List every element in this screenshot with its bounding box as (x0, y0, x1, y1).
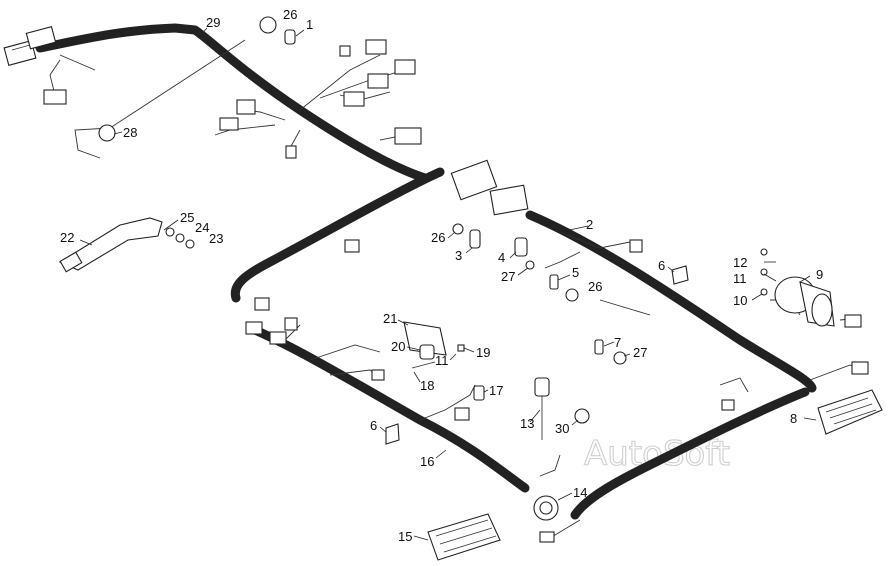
relay-panel-21 (403, 321, 447, 369)
callout-27-upper: 27 (501, 269, 515, 284)
callout-25: 25 (180, 210, 194, 225)
callout-3: 3 (455, 248, 462, 263)
callout-2: 2 (586, 217, 593, 232)
callout-21: 21 (383, 311, 397, 326)
callout-labels: 29 26 1 28 25 24 23 22 2 26 3 4 5 27 26 … (60, 7, 823, 544)
callout-18: 18 (420, 378, 434, 393)
callout-16: 16 (420, 454, 434, 469)
horn-9 (774, 276, 862, 328)
callout-27-lower: 27 (633, 345, 647, 360)
thin-wires (49, 39, 861, 539)
main-harness (35, 23, 817, 520)
callout-13: 13 (520, 416, 534, 431)
callout-6-left: 6 (370, 418, 377, 433)
callout-23: 23 (209, 231, 223, 246)
connector-cluster-left (3, 25, 67, 105)
callout-17: 17 (489, 383, 503, 398)
callout-11-right: 11 (733, 271, 747, 286)
callout-9: 9 (816, 267, 823, 282)
callout-19: 19 (476, 345, 490, 360)
connector-cluster-top (219, 39, 422, 159)
central-connector-block (450, 159, 529, 216)
callout-26-right: 26 (588, 279, 602, 294)
callout-4: 4 (498, 250, 505, 265)
callout-28: 28 (123, 125, 137, 140)
harness-connectors-lower (245, 239, 735, 421)
callout-15: 15 (398, 529, 412, 544)
callout-7: 7 (614, 335, 621, 350)
bracket-22 (58, 217, 163, 273)
callout-22: 22 (60, 230, 74, 245)
leader-lines (79, 27, 817, 541)
callout-1: 1 (306, 17, 313, 32)
lamp-15 (427, 513, 501, 561)
small-parts (98, 16, 768, 543)
callout-12: 12 (733, 255, 747, 270)
callout-14: 14 (573, 485, 587, 500)
callout-29: 29 (206, 15, 220, 30)
callout-10: 10 (733, 293, 747, 308)
callout-26-top: 26 (283, 7, 297, 22)
callout-11-left: 11 (435, 353, 449, 368)
callout-30: 30 (555, 421, 569, 436)
callout-5: 5 (572, 265, 579, 280)
callout-8: 8 (790, 411, 797, 426)
callout-6-right: 6 (658, 258, 665, 273)
lamp-8 (817, 361, 883, 435)
callout-26-mid: 26 (431, 230, 445, 245)
callout-24: 24 (195, 220, 209, 235)
callout-20: 20 (391, 339, 405, 354)
